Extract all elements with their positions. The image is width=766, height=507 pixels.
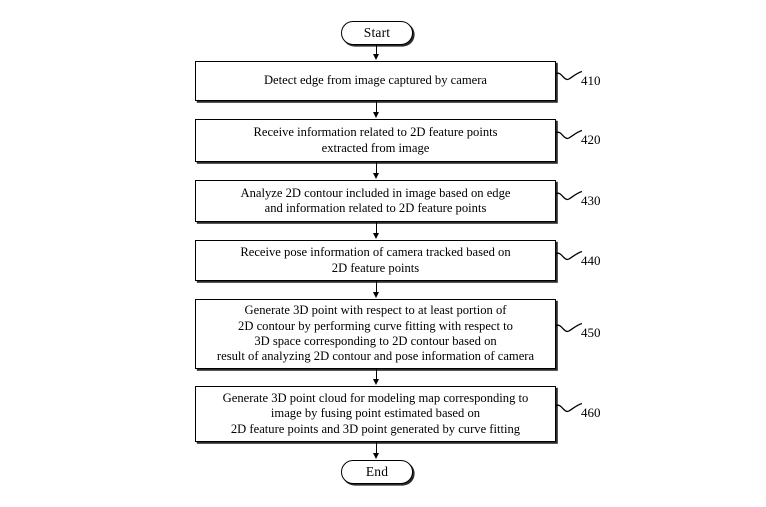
- connector-410-to-420: [376, 101, 378, 112]
- leader-line-430: [556, 190, 582, 201]
- reference-numeral-460: 460: [581, 405, 601, 420]
- process-box-410: Detect edge from image captured by camer…: [195, 61, 556, 101]
- leader-line-450: [556, 322, 582, 333]
- arrowhead-440-to-450: [373, 292, 380, 298]
- connector-430-to-440: [376, 222, 378, 233]
- leader-line-410: [556, 70, 582, 81]
- connector-420-to-430: [376, 162, 378, 173]
- process-box-440: Receive pose information of camera track…: [195, 240, 556, 281]
- arrowhead-460-to-end: [373, 453, 380, 459]
- process-box-450-text: Generate 3D point with respect to at lea…: [216, 303, 535, 364]
- process-box-460-text: Generate 3D point cloud for modeling map…: [222, 390, 529, 436]
- process-box-420: Receive information related to 2D featur…: [195, 119, 556, 162]
- leader-line-460: [556, 402, 582, 413]
- connector-start-to-410: [376, 45, 378, 55]
- reference-numeral-410: 410: [581, 73, 601, 88]
- terminator-end-label: End: [365, 464, 389, 480]
- process-box-460: Generate 3D point cloud for modeling map…: [195, 386, 556, 442]
- arrowhead-430-to-440: [373, 233, 380, 239]
- process-box-420-text: Receive information related to 2D featur…: [253, 125, 498, 155]
- leader-line-440: [556, 250, 582, 261]
- terminator-start-label: Start: [363, 25, 391, 41]
- process-box-430: Analyze 2D contour included in image bas…: [195, 180, 556, 222]
- process-box-440-text: Receive pose information of camera track…: [240, 245, 511, 275]
- connector-440-to-450: [376, 281, 378, 292]
- process-box-410-text: Detect edge from image captured by camer…: [263, 73, 488, 88]
- terminator-start: Start: [341, 21, 413, 45]
- reference-numeral-450: 450: [581, 325, 601, 340]
- process-box-430-text: Analyze 2D contour included in image bas…: [240, 185, 511, 215]
- leader-line-420: [556, 129, 582, 140]
- process-box-450: Generate 3D point with respect to at lea…: [195, 299, 556, 369]
- arrowhead-420-to-430: [373, 173, 380, 179]
- connector-450-to-460: [376, 369, 378, 379]
- reference-numeral-420: 420: [581, 132, 601, 147]
- arrowhead-450-to-460: [373, 379, 380, 385]
- reference-numeral-430: 430: [581, 193, 601, 208]
- reference-numeral-440: 440: [581, 253, 601, 268]
- connector-460-to-end: [376, 442, 378, 453]
- terminator-end: End: [341, 460, 413, 484]
- arrowhead-start-to-410: [373, 54, 380, 60]
- arrowhead-410-to-420: [373, 112, 380, 118]
